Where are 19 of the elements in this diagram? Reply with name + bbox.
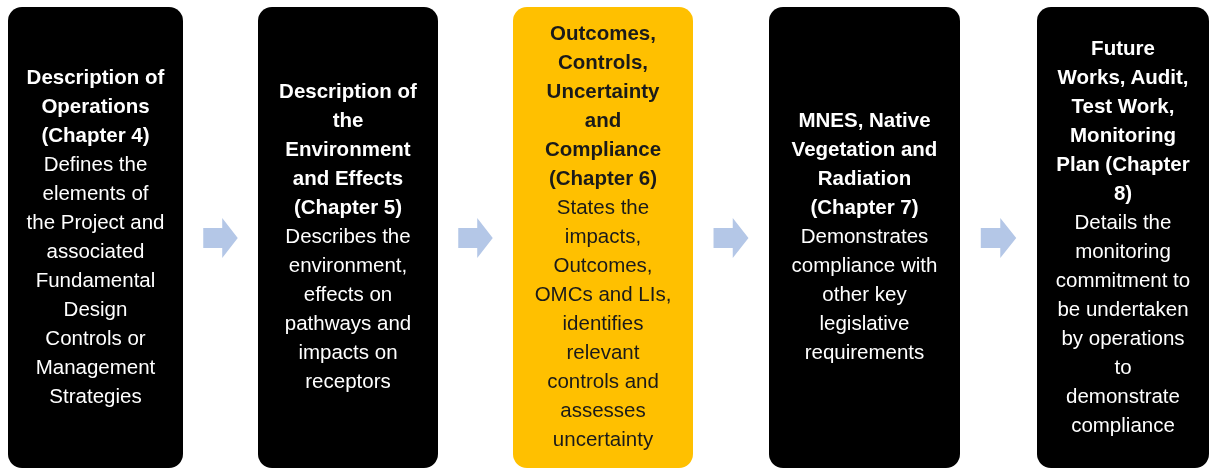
chapter-box: [1037, 7, 1209, 468]
chapter-description: States the impacts, Outcomes, OMCs and LIs, identifies relevant controls and assesses uncertainty: [533, 194, 673, 452]
block-arrow: [203, 218, 238, 258]
chapter-box: [258, 7, 438, 468]
chapter-box: [769, 7, 960, 468]
chapter-description: Demonstrates compliance with other key legislative requirements: [790, 223, 939, 365]
chapter-heading: Description of the Environment and Effects (Chapter 5): [278, 78, 418, 220]
chapter-heading: Description of Operations (Chapter 4): [26, 63, 165, 148]
chapter-description: Defines the elements of the Project and associated Fundamental Design Controls or Management Strategies: [26, 150, 165, 409]
block-arrow: [980, 218, 1017, 258]
block-arrow: [713, 218, 749, 258]
chapter-heading: Future Works, Audit, Test Work, Monitoring Plan (Chapter 8): [1055, 34, 1191, 206]
chapter-description: Details the monitoring commitment to be undertaken by operations to demonstrate compliance: [1055, 208, 1191, 438]
chapter-box: [513, 7, 693, 468]
chapter-heading: MNES, Native Vegetation and Radiation (Chapter 7): [790, 107, 939, 220]
chapter-box: [8, 7, 183, 468]
chapter-description: Describes the environment, effects on pathways and impacts on receptors: [283, 223, 413, 394]
block-arrow: [458, 218, 493, 258]
chapter-heading: Outcomes, Controls, Uncertainty and Compliance (Chapter 6): [543, 20, 663, 191]
